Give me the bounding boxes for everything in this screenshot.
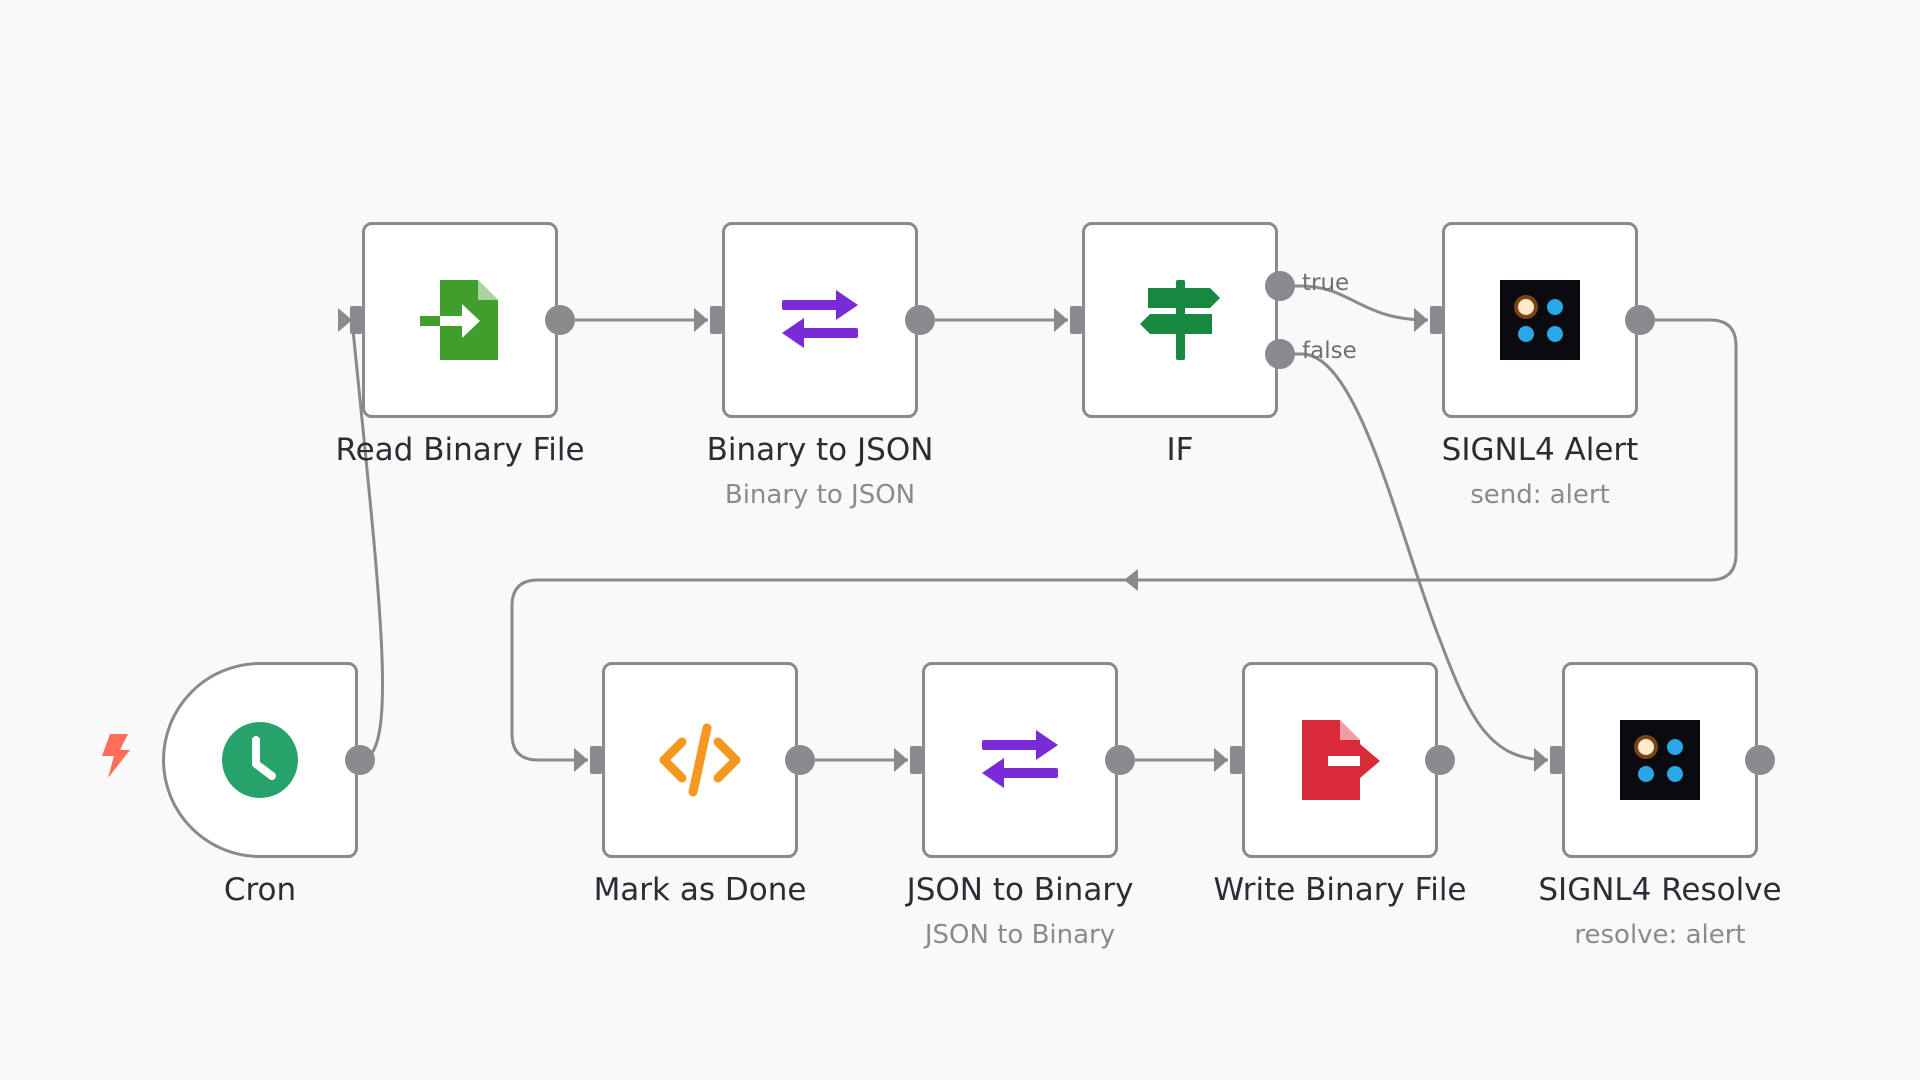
input-handle-mark-as-done[interactable] (590, 746, 602, 774)
signl4-logo-icon (1618, 718, 1702, 802)
node-cron[interactable] (162, 662, 358, 858)
node-subtitle-signl4-resolve: resolve: alert (1574, 920, 1746, 950)
node-binary-to-json[interactable] (722, 222, 918, 418)
input-handle-json-to-binary[interactable] (910, 746, 922, 774)
input-handle-write-binary-file[interactable] (1230, 746, 1242, 774)
node-mark-as-done[interactable] (602, 662, 798, 858)
output-handle-binary-to-json[interactable] (905, 305, 935, 335)
code-icon (658, 718, 742, 802)
node-label-binary-to-json: Binary to JSON (706, 432, 934, 468)
output-handle-cron[interactable] (345, 745, 375, 775)
node-subtitle-signl4-alert: send: alert (1470, 480, 1610, 510)
node-read-binary-file[interactable] (362, 222, 558, 418)
node-subtitle-binary-to-json: Binary to JSON (724, 480, 916, 510)
node-label-signl4-alert: SIGNL4 Alert (1441, 432, 1639, 468)
output-handle-mark-as-done[interactable] (785, 745, 815, 775)
node-label-write-binary-file: Write Binary File (1213, 872, 1467, 908)
node-label-signl4-resolve: SIGNL4 Resolve (1538, 872, 1782, 908)
arrowhead-json-to-binary (894, 748, 908, 772)
arrowhead-binary-to-json (694, 308, 708, 332)
output-handle-if-false[interactable] (1265, 339, 1295, 369)
input-handle-if[interactable] (1070, 306, 1082, 334)
arrowhead-mark-as-done (574, 748, 588, 772)
node-if[interactable] (1082, 222, 1278, 418)
flow-direction-arrow (1124, 569, 1138, 591)
node-signl4-alert[interactable] (1442, 222, 1638, 418)
clock-icon (218, 718, 302, 802)
output-handle-json-to-binary[interactable] (1105, 745, 1135, 775)
node-write-binary-file[interactable] (1242, 662, 1438, 858)
lightning-bolt-icon (102, 734, 130, 778)
input-handle-binary-to-json[interactable] (710, 306, 722, 334)
arrowhead-write-binary-file (1214, 748, 1228, 772)
node-json-to-binary[interactable] (922, 662, 1118, 858)
arrowhead-signl4-alert (1414, 308, 1428, 332)
node-label-read-binary-file: Read Binary File (335, 432, 585, 468)
branch-label-false: false (1302, 338, 1357, 364)
signl4-logo-icon (1498, 278, 1582, 362)
node-signl4-resolve[interactable] (1562, 662, 1758, 858)
output-handle-write-binary-file[interactable] (1425, 745, 1455, 775)
exchange-arrows-icon (978, 718, 1062, 802)
exchange-arrows-icon (778, 278, 862, 362)
node-subtitle-json-to-binary: JSON to Binary (924, 920, 1116, 950)
input-handle-signl4-resolve[interactable] (1550, 746, 1562, 774)
node-label-json-to-binary: JSON to Binary (906, 872, 1134, 908)
node-label-mark-as-done: Mark as Done (593, 872, 807, 908)
output-handle-signl4-alert[interactable] (1625, 305, 1655, 335)
output-handle-if-true[interactable] (1265, 271, 1295, 301)
file-import-icon (418, 278, 502, 362)
node-label-cron: Cron (223, 872, 297, 908)
output-handle-read-binary-file[interactable] (545, 305, 575, 335)
input-handle-read-binary-file[interactable] (350, 306, 362, 334)
output-handle-signl4-resolve[interactable] (1745, 745, 1775, 775)
input-handle-signl4-alert[interactable] (1430, 306, 1442, 334)
branch-label-true: true (1302, 270, 1350, 296)
node-label-if: IF (1166, 432, 1194, 468)
arrowhead-signl4-resolve (1534, 748, 1548, 772)
arrowhead-if (1054, 308, 1068, 332)
signpost-icon (1138, 278, 1222, 362)
file-export-icon (1298, 718, 1382, 802)
